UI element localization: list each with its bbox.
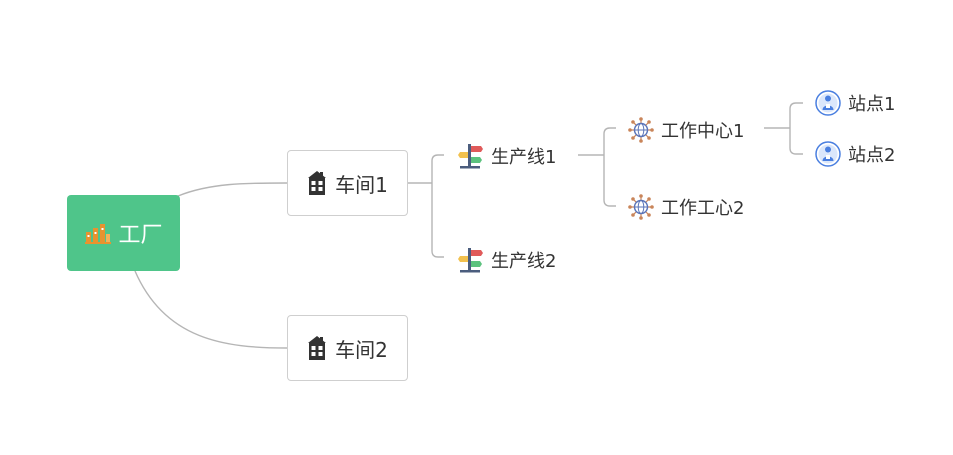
station-label: 站点1 bbox=[848, 94, 896, 115]
connector-root-to-workshop1 bbox=[177, 182, 288, 197]
station-label: 站点2 bbox=[848, 145, 896, 166]
connector-workcenter1-to-stations bbox=[764, 102, 803, 155]
root-node-label: 工厂 bbox=[118, 223, 163, 248]
connector-workshop1-to-lines bbox=[408, 154, 444, 258]
signpost-icon bbox=[456, 247, 484, 273]
work-center-node-1[interactable]: 工作中心1 bbox=[628, 116, 744, 144]
signpost-icon bbox=[456, 143, 484, 169]
production-line-node-2[interactable]: 生产线2 bbox=[456, 246, 556, 274]
station-node-1[interactable]: 站点1 bbox=[815, 89, 895, 117]
work-center-node-2[interactable]: 工作工心2 bbox=[628, 193, 744, 221]
connector-line1-to-workcenters bbox=[578, 127, 616, 207]
workshop-label: 车间2 bbox=[335, 337, 388, 362]
network-globe-icon bbox=[628, 117, 654, 143]
factory-icon bbox=[84, 221, 112, 245]
station-node-2[interactable]: 站点2 bbox=[815, 140, 895, 168]
work-center-label: 工作工心2 bbox=[661, 198, 745, 219]
workshop-node-1[interactable]: 车间1 bbox=[287, 150, 408, 216]
person-badge-icon bbox=[815, 90, 841, 116]
work-center-label: 工作中心1 bbox=[661, 121, 745, 142]
production-line-node-1[interactable]: 生产线1 bbox=[456, 142, 556, 170]
network-globe-icon bbox=[628, 194, 654, 220]
workshop-label: 车间1 bbox=[335, 172, 388, 197]
root-node-factory[interactable]: 工厂 bbox=[67, 195, 180, 271]
production-line-label: 生产线2 bbox=[491, 251, 557, 272]
person-badge-icon bbox=[815, 141, 841, 167]
workshop-node-2[interactable]: 车间2 bbox=[287, 315, 408, 381]
building-icon bbox=[307, 336, 327, 360]
building-icon bbox=[307, 171, 327, 195]
connector-root-to-workshop2 bbox=[134, 270, 288, 349]
production-line-label: 生产线1 bbox=[491, 147, 557, 168]
